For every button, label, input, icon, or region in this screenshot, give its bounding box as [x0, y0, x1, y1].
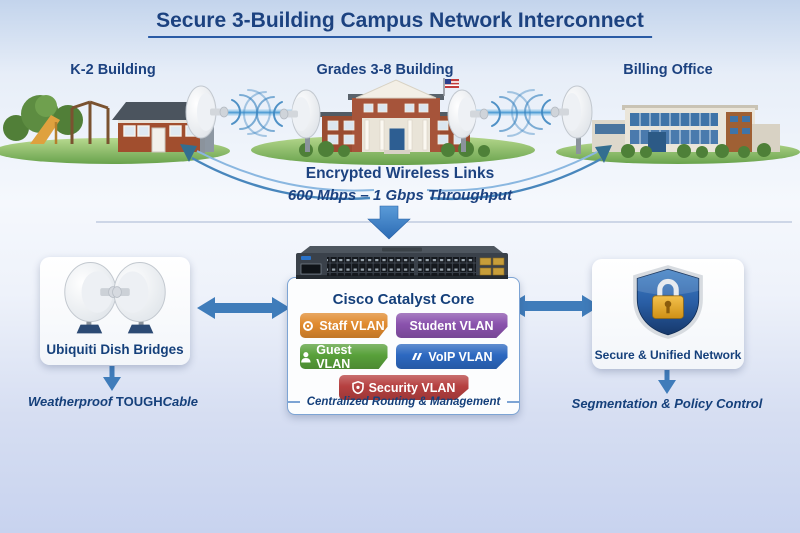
page-title: Secure 3-Building Campus Network Interco… — [148, 9, 652, 38]
toughcable-caption-bold: TOUGH — [115, 394, 163, 409]
encrypted-links-label: Encrypted Wireless Links — [305, 165, 495, 182]
down-arrow-icon — [367, 205, 411, 240]
phone-icon — [412, 353, 423, 360]
secure-card-label: Secure & Unified Network — [594, 348, 742, 362]
dish-bridges-icon — [64, 262, 166, 334]
building-label-grades: Grades 3-8 Building — [316, 62, 454, 78]
vlan-badge-voip: VoIP VLAN — [395, 344, 508, 369]
switch-illustration — [294, 244, 510, 291]
core-caption: Centralized Routing & Management — [287, 396, 521, 408]
toughcable-caption-post: Cable — [162, 394, 198, 409]
cisco-core-title: Cisco Catalyst Core — [332, 291, 475, 308]
person-icon — [300, 351, 311, 362]
us-flag-icon — [443, 78, 459, 96]
vlan-badge-label: Staff VLAN — [319, 318, 385, 333]
vlan-badge-label: Guest VLAN — [316, 342, 352, 371]
core-caption-text: Centralized Routing & Management — [306, 396, 501, 408]
left-curved-arrow-icon — [180, 144, 375, 200]
k2-school-illustration — [3, 95, 214, 153]
caption-line-left — [287, 401, 300, 403]
gear-icon — [303, 320, 314, 331]
satellite-dish-icon — [279, 89, 321, 152]
vlan-badge-label: VoIP VLAN — [428, 349, 493, 364]
right-curved-arrow-icon — [426, 145, 612, 201]
segmentation-caption: Segmentation & Policy Control — [571, 396, 763, 411]
building-label-billing: Billing Office — [623, 62, 713, 78]
vlan-badge-label: Security VLAN — [368, 380, 456, 395]
secure-network-card: Secure & Unified Network — [592, 259, 744, 369]
vlan-badge-staff: Staff VLAN — [299, 313, 388, 338]
ubiquiti-card-label: Ubiquiti Dish Bridges — [46, 342, 184, 357]
shield-icon — [351, 381, 364, 394]
toughcable-caption: Weatherproof TOUGHCable — [13, 394, 213, 409]
down-arrow-icon — [658, 370, 676, 394]
vlan-grid: Staff VLAN Student VLAN Guest VLAN — [297, 313, 510, 400]
building-label-k2: K-2 Building — [70, 62, 156, 78]
throughput-label: 600 Mbps – 1 Gbps Throughput — [287, 187, 513, 204]
satellite-dish-icon — [550, 85, 593, 154]
satellite-dish-icon — [185, 85, 229, 154]
bidirectional-arrow-left-icon — [197, 297, 290, 319]
ubiquiti-card: Ubiquiti Dish Bridges — [40, 257, 190, 365]
toughcable-caption-pre: Weatherproof — [27, 394, 116, 409]
vlan-badge-label: Student VLAN — [409, 318, 494, 333]
vlan-badge-student: Student VLAN — [395, 313, 508, 338]
vlan-badge-guest: Guest VLAN — [299, 342, 388, 371]
satellite-dish-icon — [447, 89, 489, 152]
shield-lock-icon — [633, 265, 703, 339]
wireless-waves-icon — [231, 89, 551, 137]
bidirectional-arrow-right-icon — [507, 295, 600, 317]
cisco-core-card: Cisco Catalyst Core Staff VLAN Student V… — [287, 277, 521, 415]
playground-illustration — [30, 100, 110, 144]
vlan-badge-security: Security VLAN — [338, 375, 469, 400]
caption-line-right — [507, 401, 521, 403]
down-arrow-icon — [103, 366, 121, 391]
billing-office-illustration — [592, 105, 780, 158]
